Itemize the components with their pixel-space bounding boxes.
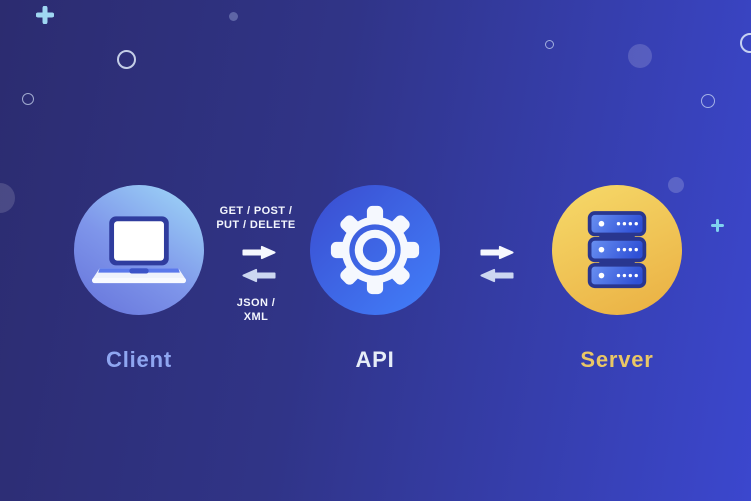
client-label: Client: [106, 347, 172, 372]
arrow-left-icon: [476, 268, 514, 288]
server-label: Server: [580, 347, 654, 372]
dot-icon: [229, 12, 238, 21]
arrow-right-icon: [242, 245, 276, 265]
plus-icon: [36, 6, 54, 24]
circle-outline-icon: [740, 33, 751, 53]
response-format-line2: XML: [243, 311, 269, 323]
api-label: API: [355, 347, 395, 372]
request-methods-line1: GET / POST /: [219, 205, 293, 217]
client-api-arrows: [238, 245, 276, 288]
api-node: [310, 185, 440, 315]
request-methods-line2: PUT / DELETE: [216, 219, 296, 231]
circle-outline-icon: [117, 50, 136, 69]
plus-icon: [711, 219, 724, 232]
laptop-icon: [91, 214, 187, 287]
response-format-line1: JSON /: [236, 297, 276, 309]
server-rack-icon: [580, 210, 654, 290]
arrow-left-icon: [238, 268, 276, 288]
circle-outline-icon: [22, 93, 34, 105]
dot-icon: [0, 183, 15, 213]
circle-outline-icon: [545, 40, 554, 49]
request-methods-label: GET / POST / PUT / DELETE: [186, 204, 326, 232]
response-format-label: JSON / XML: [186, 296, 326, 324]
circle-outline-icon: [701, 94, 715, 108]
api-server-arrows: [476, 245, 514, 288]
dot-icon: [668, 177, 684, 193]
gear-icon: [330, 205, 420, 295]
client-node: [74, 185, 204, 315]
arrow-right-icon: [480, 245, 514, 265]
server-node: [552, 185, 682, 315]
dot-icon: [628, 44, 652, 68]
